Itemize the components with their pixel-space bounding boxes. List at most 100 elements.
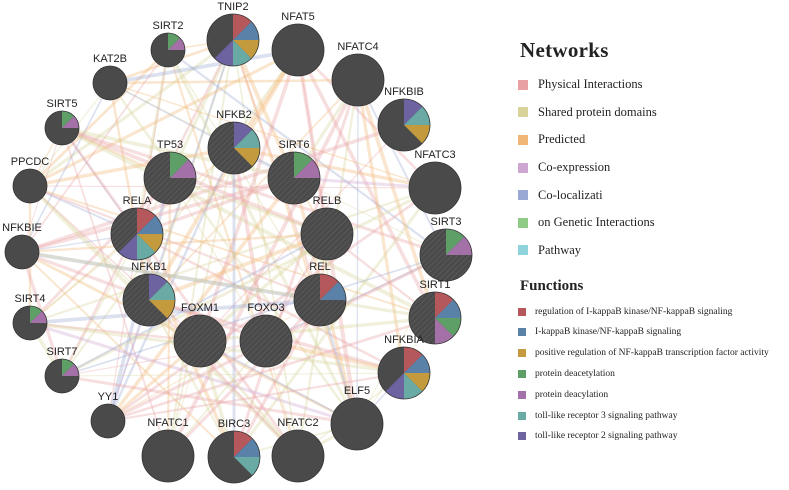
function-wedge (149, 274, 168, 300)
function-wedge (137, 234, 156, 260)
network-legend-item: on Genetic Interactions (518, 209, 786, 237)
network-edge (357, 79, 447, 256)
gene-node-circle (93, 66, 127, 100)
gene-node-kat2b[interactable]: KAT2B (92, 53, 128, 101)
gene-node-nfatc3[interactable]: NFATC3 (408, 149, 462, 215)
network-edge (106, 147, 236, 422)
network-edge (147, 299, 236, 458)
function-legend-item: regulation of I-kappaB kinase/NF-kappaB … (518, 301, 786, 322)
gene-node-sirt3[interactable]: SIRT3 (419, 216, 473, 282)
gene-node-nfkbie[interactable]: NFKBIE (2, 222, 42, 270)
network-edge (356, 79, 437, 319)
network-legend-item: Predicted (518, 126, 786, 154)
function-wedge (404, 99, 423, 125)
function-wedge (404, 373, 430, 392)
function-wedge (435, 318, 461, 337)
gene-node-outline (207, 121, 261, 175)
network-edge (29, 185, 436, 319)
gene-node-rela[interactable]: RELA (110, 195, 164, 261)
gene-node-outline (92, 65, 128, 101)
gene-node-yy1[interactable]: YY1 (90, 391, 126, 439)
gene-node-circle (301, 208, 353, 260)
gene-node-nfatc2[interactable]: NFATC2 (271, 417, 325, 483)
gene-node-nfkbib[interactable]: NFKBIB (377, 86, 431, 152)
gene-node-label: ELF5 (344, 385, 370, 397)
gene-node-label: NFATC3 (414, 149, 455, 161)
gene-node-foxo3[interactable]: FOXO3 (239, 302, 293, 368)
gene-node-sirt4[interactable]: SIRT4 (12, 293, 48, 341)
function-legend-label: toll-like receptor 3 signaling pathway (535, 410, 678, 421)
gene-node-elf5[interactable]: ELF5 (330, 385, 384, 451)
gene-node-nfatc1[interactable]: NFATC1 (141, 417, 195, 483)
gene-node-outline (267, 151, 321, 205)
gene-node-label: NFKBIE (2, 222, 42, 234)
network-edge (29, 321, 201, 343)
gene-node-rel[interactable]: REL (293, 261, 347, 327)
network-edge (61, 374, 358, 426)
network-edge (29, 146, 235, 188)
function-wedge (404, 354, 430, 373)
gene-node-sirt1[interactable]: SIRT1 (408, 279, 462, 345)
network-edge (297, 49, 436, 189)
gene-node-nfat5[interactable]: NFAT5 (271, 11, 325, 77)
network-edge (109, 48, 299, 85)
network-edge (297, 49, 328, 235)
gene-node-sirt2[interactable]: SIRT2 (150, 20, 186, 68)
gene-node-outline (300, 207, 354, 261)
function-legend-item: toll-like receptor 2 signaling pathway (518, 426, 786, 447)
network-edge (60, 39, 235, 377)
gene-node-nfkb1[interactable]: NFKB1 (122, 261, 176, 327)
gene-node-label: RELB (313, 195, 342, 207)
network-legend-swatch (518, 107, 528, 118)
network-edge (198, 49, 300, 342)
gene-node-label: SIRT7 (47, 346, 78, 358)
gene-node-label: NFKB2 (216, 109, 251, 121)
function-wedge (149, 300, 175, 319)
function-wedge (294, 159, 320, 178)
gene-node-nfkb2[interactable]: NFKB2 (207, 109, 261, 175)
network-legend-label: Co-expression (538, 160, 611, 175)
function-legend-label: positive regulation of NF-kappaB transcr… (535, 348, 769, 359)
network-edge (29, 38, 234, 188)
network-edge (29, 49, 169, 187)
gene-node-tp53[interactable]: TP53 (143, 139, 197, 205)
gene-node-nfkbia[interactable]: NFKBIA (377, 334, 431, 400)
function-wedge (62, 359, 75, 376)
gene-node-nfatc4[interactable]: NFATC4 (331, 41, 385, 107)
network-legend-item: Co-localizati (518, 181, 786, 209)
function-legend-item: toll-like receptor 3 signaling pathway (518, 405, 786, 426)
network-edge (148, 79, 359, 301)
network-edge (166, 298, 322, 458)
function-wedge (320, 281, 346, 300)
gene-node-sirt7[interactable]: SIRT7 (44, 346, 80, 394)
function-legend-label: I-kappaB kinase/NF-kappaB signaling (535, 327, 682, 338)
gene-node-relb[interactable]: RELB (300, 195, 354, 261)
network-edge (61, 177, 171, 377)
gene-node-outline (90, 403, 126, 439)
gene-node-foxm1[interactable]: FOXM1 (173, 302, 227, 368)
network-edge (167, 49, 299, 457)
gene-node-circle (409, 162, 461, 214)
gene-node-birc3[interactable]: BIRC3 (207, 418, 261, 484)
function-wedge (137, 208, 156, 234)
gene-node-sirt5[interactable]: SIRT5 (44, 98, 80, 146)
gene-node-ppcdc[interactable]: PPCDC (11, 156, 50, 204)
gene-node-outline (293, 273, 347, 327)
network-edge (29, 48, 299, 188)
network-edge (135, 49, 170, 235)
network-edge (21, 232, 328, 254)
network-legend-label: Shared protein domains (538, 104, 657, 119)
network-legend-item: Shared protein domains (518, 99, 786, 127)
network-edge (232, 79, 360, 458)
gene-node-outline (12, 168, 48, 204)
gene-node-circle (5, 235, 39, 269)
network-legend-swatch (518, 79, 528, 90)
gene-node-sirt6[interactable]: SIRT6 (267, 139, 321, 205)
function-wedge (234, 148, 260, 167)
gene-node-tnip2[interactable]: TNIP2 (206, 1, 260, 67)
function-wedge (435, 318, 454, 344)
function-legend-label: regulation of I-kappaB kinase/NF-kappaB … (535, 306, 733, 317)
network-edge (199, 340, 358, 425)
